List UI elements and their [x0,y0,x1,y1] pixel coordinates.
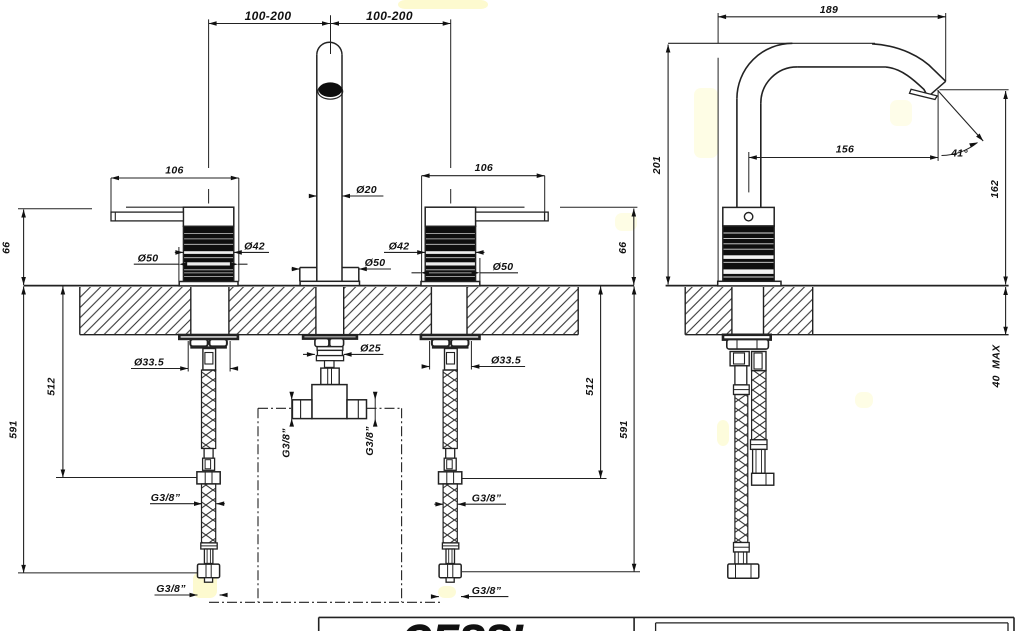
svg-text:Ø42: Ø42 [389,241,410,253]
svg-text:Ø50: Ø50 [365,257,386,269]
svg-text:106: 106 [165,165,183,177]
svg-text:100-200: 100-200 [245,9,292,23]
svg-text:Ø20: Ø20 [356,184,377,196]
svg-text:G3/8”: G3/8” [151,492,181,504]
svg-text:Ø25: Ø25 [360,343,381,355]
svg-text:G3/8”: G3/8” [156,583,186,595]
svg-text:Ø33.5: Ø33.5 [491,355,521,367]
svg-text:GESSI: GESSI [403,618,524,631]
svg-text:41°: 41° [950,148,968,160]
svg-text:G3/8”: G3/8” [280,428,292,458]
svg-text:G3/8”: G3/8” [364,426,376,456]
svg-text:Ø50: Ø50 [493,261,514,273]
svg-text:40 MAX: 40 MAX [991,344,1003,389]
svg-text:512: 512 [584,377,596,395]
svg-text:Ø50: Ø50 [138,252,159,264]
svg-text:Ø33.5: Ø33.5 [134,357,164,369]
svg-text:162: 162 [989,180,1001,198]
svg-text:100-200: 100-200 [366,9,413,23]
svg-text:G3/8”: G3/8” [472,492,502,504]
svg-text:591: 591 [618,420,630,438]
svg-text:66: 66 [1,242,13,254]
svg-text:G3/8”: G3/8” [472,585,502,597]
svg-text:189: 189 [820,4,838,16]
svg-text:156: 156 [836,144,854,156]
svg-text:66: 66 [617,242,629,254]
svg-text:591: 591 [8,420,20,438]
svg-text:Ø42: Ø42 [244,241,265,253]
svg-text:512: 512 [46,377,58,395]
svg-text:106: 106 [475,162,493,174]
svg-text:201: 201 [651,156,663,175]
